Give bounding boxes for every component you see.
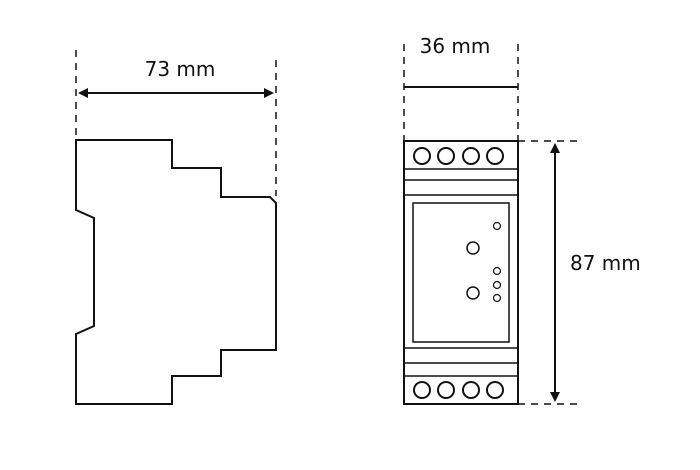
height-dimension-label: 87 mm: [570, 251, 641, 275]
adjust-knob-icon: [466, 286, 480, 300]
width-dimension-label: 36 mm: [420, 34, 491, 58]
terminal-screw-icon: [437, 381, 455, 399]
side-profile-outline: [75, 139, 277, 405]
terminal-screw-icon: [486, 381, 504, 399]
led-indicator-icon: [492, 293, 502, 303]
terminal-screw-icon: [462, 381, 480, 399]
height-dimension-line: [550, 143, 560, 402]
top-terminals: [413, 147, 504, 165]
depth-dimension-line: [78, 88, 274, 98]
led-indicator-icon: [492, 266, 502, 276]
adjust-knob-icon: [466, 241, 480, 255]
panel-indicators: [466, 221, 502, 303]
front-housing-outline: [403, 140, 519, 405]
bottom-terminals: [413, 381, 504, 399]
side-view: 73 mm: [75, 50, 277, 405]
led-indicator-icon: [492, 280, 502, 290]
terminal-screw-icon: [486, 147, 504, 165]
terminal-screw-icon: [437, 147, 455, 165]
front-view: 36 mm 87 mm: [403, 34, 641, 405]
terminal-screw-icon: [413, 381, 431, 399]
terminal-screw-icon: [413, 147, 431, 165]
depth-dimension-label: 73 mm: [145, 57, 216, 81]
terminal-screw-icon: [462, 147, 480, 165]
front-panel: [412, 202, 510, 343]
led-indicator-icon: [492, 221, 502, 231]
